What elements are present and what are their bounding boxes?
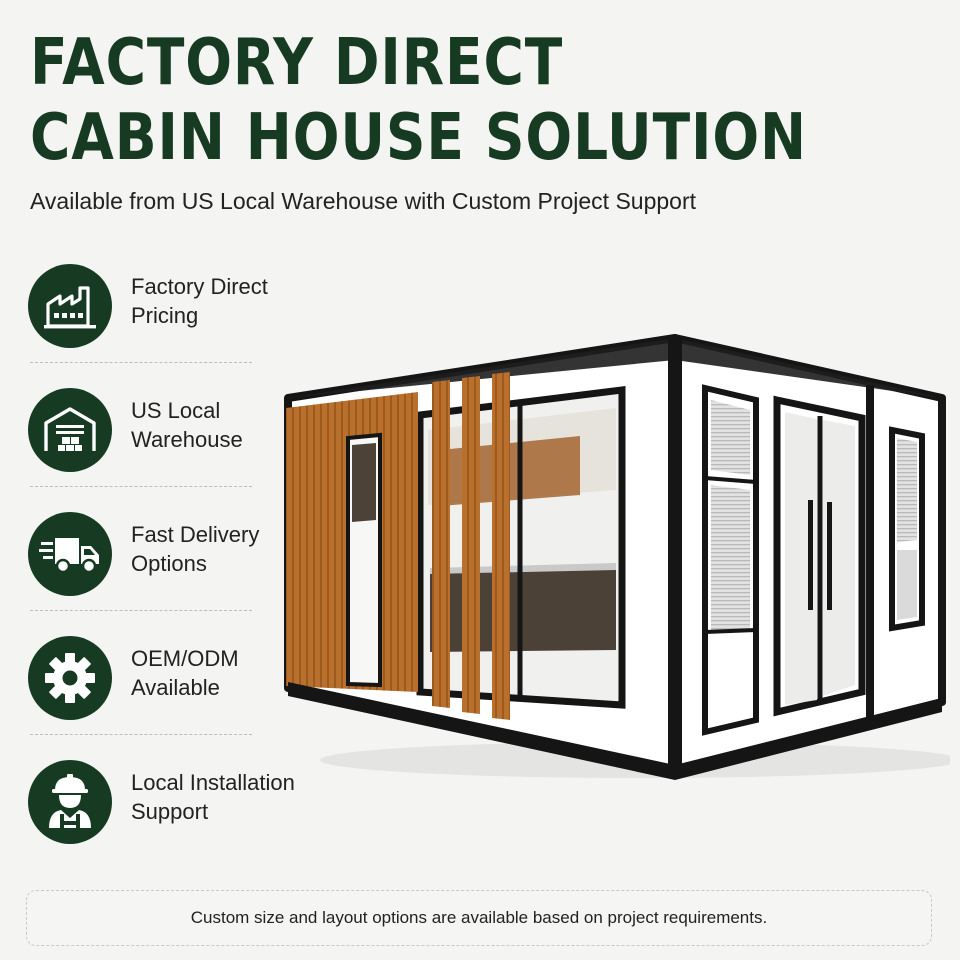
feature-divider [30, 610, 252, 611]
feature-label-line-2: Support [131, 799, 209, 824]
feature-item-fast-delivery-options: Fast Delivery Options [28, 498, 298, 622]
feature-item-oem-odm-available: OEM/ODM Available [28, 622, 298, 746]
warehouse-icon [28, 388, 112, 472]
headline-line-1: FACTORY DIRECT [30, 26, 564, 100]
feature-item-factory-direct-pricing: Factory Direct Pricing [28, 250, 298, 374]
feature-label-line-2: Warehouse [131, 427, 243, 452]
feature-item-local-installation-support: Local Installation Support [28, 746, 298, 870]
feature-label: US Local Warehouse [131, 396, 243, 454]
feature-label: Local Installation Support [131, 768, 295, 826]
footer-note: Custom size and layout options are avail… [26, 890, 932, 946]
feature-divider [30, 734, 252, 735]
feature-label: Fast Delivery Options [131, 520, 259, 578]
cabin-house-image [284, 334, 950, 780]
feature-label-line-2: Pricing [131, 303, 199, 328]
feature-label-line-2: Options [131, 551, 207, 576]
worker-icon [28, 760, 112, 844]
feature-label-line-1: US Local [131, 398, 221, 423]
feature-list: Factory Direct Pricing [28, 250, 298, 870]
feature-divider [30, 362, 252, 363]
feature-divider [30, 486, 252, 487]
feature-label-line-2: Available [131, 675, 220, 700]
feature-label-line-1: OEM/ODM [131, 646, 239, 671]
feature-label-line-1: Factory Direct [131, 274, 268, 299]
delivery-truck-icon [28, 512, 112, 596]
headline-line-2: CABIN HOUSE SOLUTION [30, 101, 807, 175]
subtitle: Available from US Local Warehouse with C… [30, 188, 697, 214]
feature-label-line-1: Local Installation [131, 770, 295, 795]
factory-icon [28, 264, 112, 348]
feature-label-line-1: Fast Delivery [131, 522, 260, 547]
headline: FACTORY DIRECT CABIN HOUSE SOLUTION [30, 26, 807, 176]
feature-label: Factory Direct Pricing [131, 272, 268, 330]
feature-item-us-local-warehouse: US Local Warehouse [28, 374, 298, 498]
feature-label: OEM/ODM Available [131, 644, 239, 702]
gear-icon [28, 636, 112, 720]
